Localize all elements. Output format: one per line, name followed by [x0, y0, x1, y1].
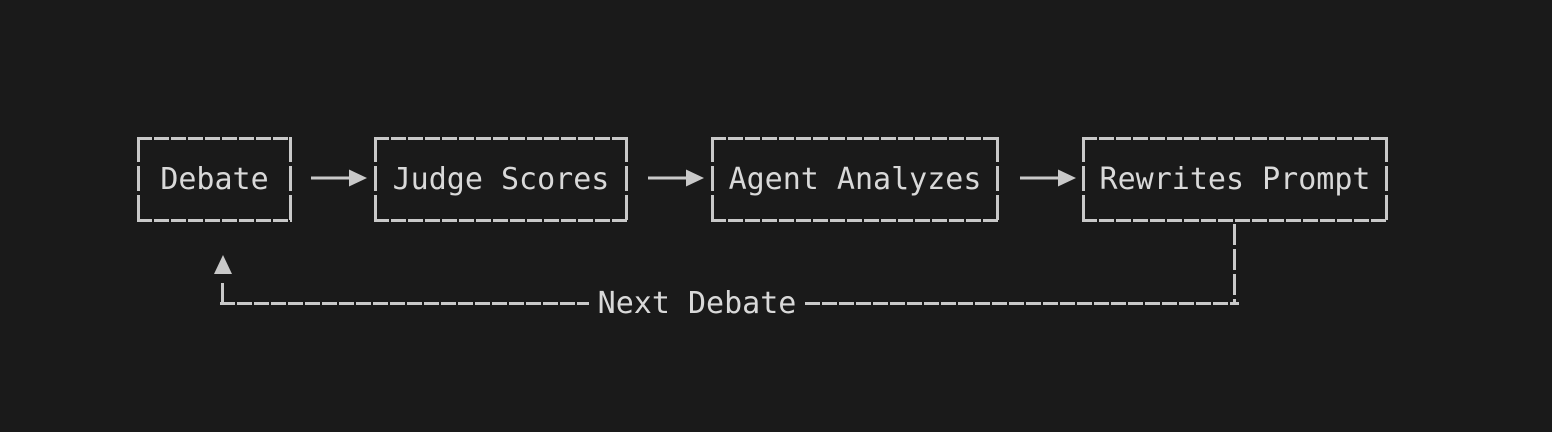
loop-rise-line	[221, 283, 224, 306]
node-agent-analyzes: Agent Analyzes	[711, 137, 999, 222]
loop-label: Next Debate	[597, 286, 797, 321]
loop-drop-line	[1233, 224, 1236, 305]
node-rewrites-prompt-label: Rewrites Prompt	[1099, 161, 1371, 197]
arrow-up-icon	[214, 255, 232, 274]
loop-line-right	[805, 302, 1239, 305]
arrow-right-icon	[648, 169, 704, 187]
node-agent-analyzes-label: Agent Analyzes	[728, 161, 982, 197]
arrow-right-icon	[1020, 169, 1076, 187]
node-debate: Debate	[137, 137, 292, 222]
loop-line-left	[220, 302, 589, 305]
node-rewrites-prompt: Rewrites Prompt	[1082, 137, 1388, 222]
arrow-right-icon	[311, 169, 367, 187]
node-judge-scores: Judge Scores	[374, 137, 628, 222]
node-judge-scores-label: Judge Scores	[392, 161, 610, 197]
node-debate-label: Debate	[160, 161, 269, 197]
